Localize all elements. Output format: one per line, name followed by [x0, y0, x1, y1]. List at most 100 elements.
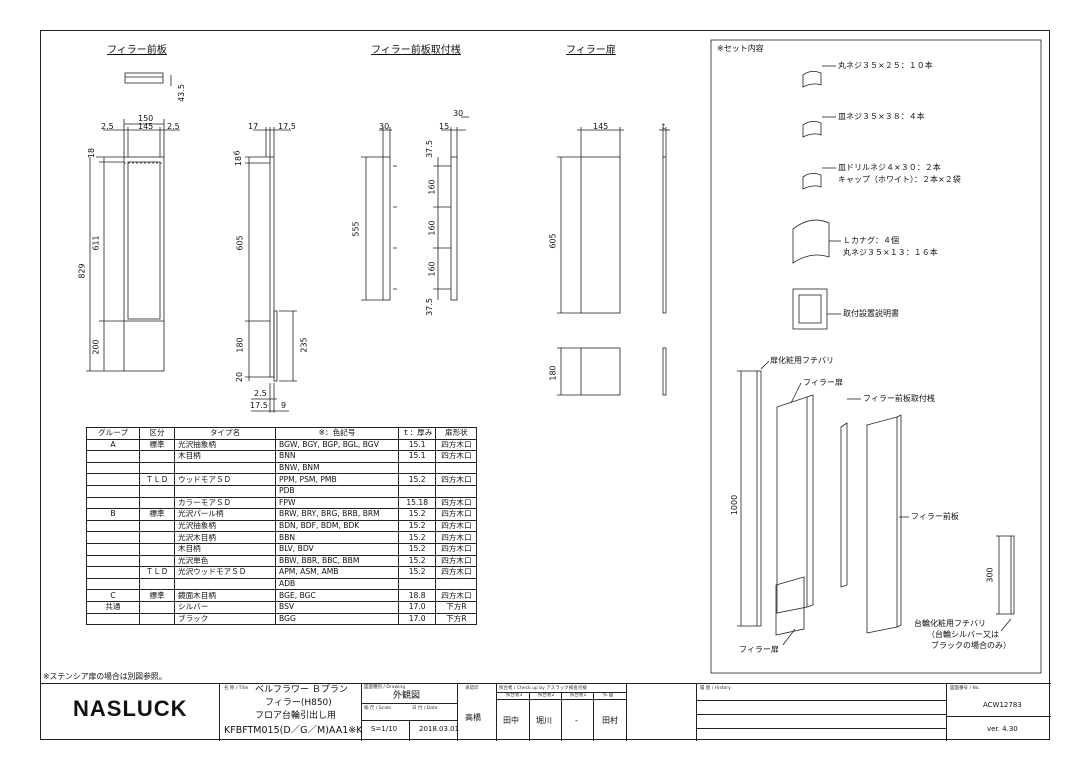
table-cell [86, 566, 140, 579]
table-cell [435, 484, 478, 498]
table-cell [86, 461, 140, 475]
mount-bar-front [382, 156, 391, 301]
table-cell [397, 577, 437, 591]
set-item-5: 取付設置説明書 [843, 309, 899, 318]
drawing-number: ACW12783 [983, 701, 1022, 709]
dim-300: 300 [985, 567, 995, 583]
dim-145: 145 [138, 122, 154, 131]
dim-37-5-top: 37.5 [424, 140, 434, 158]
table-cell: 四方木口 [435, 531, 478, 544]
table-cell: BBW, BBR, BBC, BBM [275, 554, 399, 568]
checker-3: - [575, 716, 578, 725]
table-cell [86, 531, 140, 544]
exploded-lower-door [775, 576, 805, 636]
table-row: BNW, BNM [86, 461, 478, 475]
table-cell: C [86, 589, 140, 602]
bracket-pack [792, 219, 830, 264]
dim-829: 829 [77, 263, 87, 279]
dim-200: 200 [91, 339, 101, 355]
table-cell: 15.1 [397, 438, 437, 452]
dim-160-b: 160 [427, 220, 437, 236]
table-cell: シルバー [174, 600, 276, 614]
dim-43-5: 43.5 [176, 84, 186, 102]
title-block: NASLUCK 名 称 / Title ベルフラワー Ｂプラン フィラー(H85… [41, 683, 1051, 741]
table-cell: 共通 [86, 600, 140, 614]
table-cell: PDB [275, 484, 399, 498]
table-cell: 15.2 [397, 473, 437, 486]
door-front-view [580, 156, 621, 314]
table-cell [86, 450, 140, 463]
table-cell: 光沢抽象柄 [174, 438, 276, 452]
table-row: ADB [86, 577, 478, 591]
table-cell: 17.0 [397, 612, 437, 626]
base-trim-strip [1010, 535, 1015, 615]
title-line-3: フロア台輪引出し用 [255, 711, 337, 721]
check3-caption: 照合者3 [506, 693, 523, 698]
version: ver. 4.30 [987, 725, 1018, 733]
table-cell [139, 496, 175, 510]
table-cell [86, 577, 140, 591]
dim-145-door: 145 [593, 122, 609, 131]
table-cell: 木目柄 [174, 542, 276, 556]
set-item-4a: Ｌカナグ：４個 [843, 236, 899, 245]
scale-value: S=1/10 [371, 725, 398, 733]
check1-caption: 照合者1 [570, 693, 587, 698]
dim-t: t [662, 122, 666, 131]
table-cell: ブラック [174, 612, 276, 626]
table-cell: 四方木口 [435, 589, 478, 602]
col-header: 扉形状 [435, 427, 478, 440]
table-cell: ADB [275, 577, 399, 591]
dim-2-5-right: 2.5 [167, 122, 180, 131]
table-cell: APM, ASM, AMB [275, 566, 399, 579]
table-cell: BNN [275, 450, 399, 463]
table-cell: 標準 [139, 589, 175, 602]
table-cell: 標準 [139, 438, 175, 452]
label-door-lower: フィラー扉 [739, 645, 779, 654]
table-cell: 四方木口 [435, 473, 478, 486]
table-cell [86, 612, 140, 626]
dim-160-a: 160 [427, 179, 437, 195]
dim-17: 17 [248, 122, 259, 131]
table-cell [139, 461, 175, 475]
col-header: ｔ：厚み [397, 427, 437, 440]
dim-18: 18 [87, 147, 97, 159]
table-cell: BSV [275, 600, 399, 614]
table-cell: B [86, 508, 140, 521]
title-line-4: KFBFTM015(D／G／M)AA1※K [224, 725, 363, 736]
dim-150: 150 [138, 114, 154, 123]
dim-605: 605 [235, 235, 245, 251]
col-header: ※：色記号 [275, 427, 399, 440]
label-base-trim-1: 台輪化粧用フチバリ [914, 619, 986, 628]
table-cell: 15.18 [397, 496, 437, 510]
table-cell: 四方木口 [435, 508, 478, 521]
dim-235: 235 [299, 337, 309, 353]
col-header: 区分 [139, 427, 175, 440]
scale-caption: 縮 尺 / Scale [364, 706, 391, 711]
table-cell [86, 473, 140, 486]
drawing-sheet: フィラー前板 フィラー前板取付桟 フィラー扉 [40, 30, 1051, 741]
table-cell [86, 484, 140, 498]
table-cell: 四方木口 [435, 438, 478, 452]
table-cell [174, 577, 276, 591]
set-item-3b: キャップ（ホワイト）：２本×２袋 [838, 175, 961, 184]
table-cell: ウッドモアＳＤ [174, 473, 276, 486]
dim-2-5-bottom: 2.5 [254, 389, 267, 398]
screw-pack-3 [802, 173, 822, 190]
table-cell: FPW [275, 496, 399, 510]
title-line-2: フィラー(H850) [265, 698, 332, 708]
table-cell: BGW, BGY, BGP, BGL, BGV [275, 438, 399, 452]
drawing-caption: 図面種別 / Drawing [364, 685, 406, 690]
mount-bar-title: フィラー前板取付桟 [371, 45, 461, 56]
table-cell [139, 450, 175, 463]
dim-30-bar: 30 [379, 122, 390, 131]
dim-180: 180 [235, 337, 245, 353]
table-cell [139, 600, 175, 614]
dim-15: 15 [439, 122, 450, 131]
dim-37-5-bottom: 37.5 [424, 298, 434, 316]
